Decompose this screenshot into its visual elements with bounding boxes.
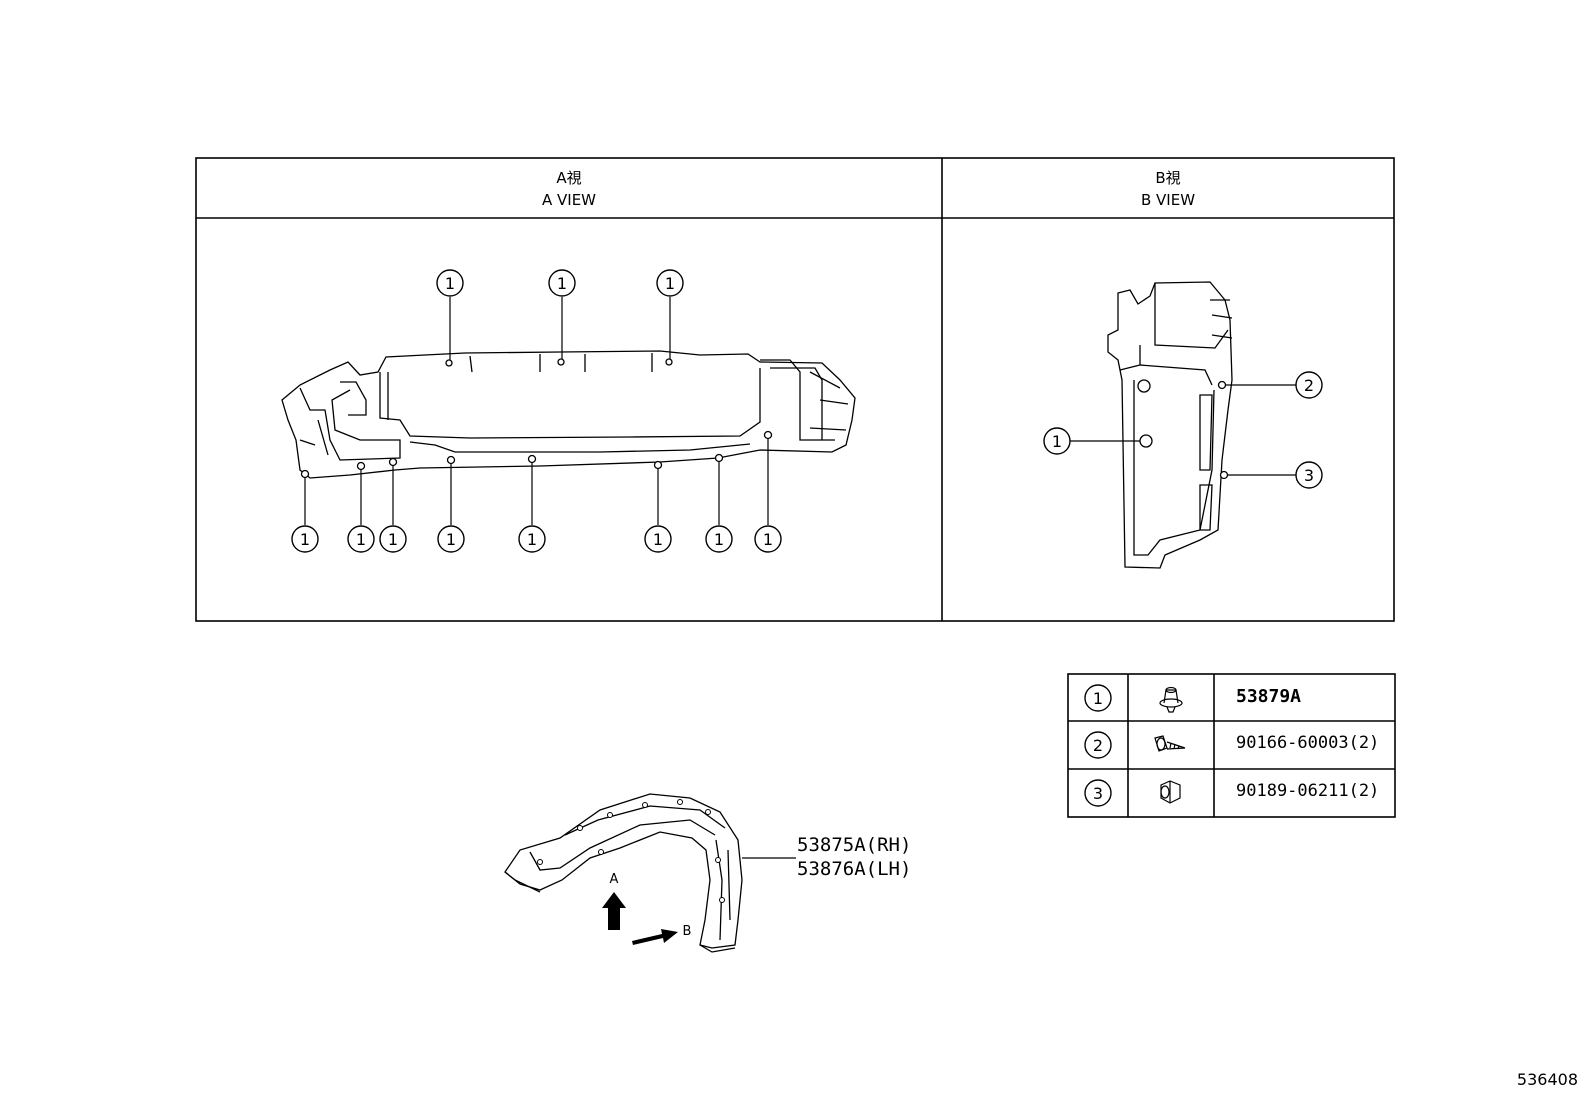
b-view-mount-holes [1137, 379, 1229, 480]
view-a-arrow [602, 892, 626, 930]
b-view-title-jp: B視 [1155, 169, 1181, 187]
callout-number: 3 [1304, 466, 1314, 485]
callout-number: 1 [653, 530, 663, 549]
table-row-number: 3 [1093, 784, 1103, 803]
a-view-callout-circles [291, 269, 782, 553]
a-view-callout-numbers: 1 1 1 1 1 1 1 1 1 1 1 [300, 274, 773, 549]
b-view-callout-circles [1043, 371, 1323, 489]
table-row-number: 2 [1093, 736, 1103, 755]
callout-number: 1 [557, 274, 567, 293]
callout-number: 1 [300, 530, 310, 549]
part-number-lh: 53876A(LH) [797, 858, 912, 880]
clip-icon [1159, 686, 1183, 713]
view-a-label: A [610, 872, 619, 887]
table-row-number: 1 [1093, 689, 1103, 708]
callout-number: 1 [446, 530, 456, 549]
b-view-title-en: B VIEW [1140, 191, 1196, 209]
b-view-leader-lines [1070, 384, 1296, 476]
a-view-title-en: A VIEW [541, 191, 597, 209]
callout-number: 1 [527, 530, 537, 549]
callout-number: 1 [1052, 432, 1062, 451]
a-view-liner-drawing [281, 350, 856, 479]
b-view-callout-numbers: 1 2 3 [1052, 376, 1314, 485]
fastener-part-no: 90189-06211(2) [1236, 781, 1380, 801]
callout-number: 1 [714, 530, 724, 549]
b-view-liner-drawing [1107, 281, 1233, 569]
callout-number: 1 [388, 530, 398, 549]
callout-number: 1 [445, 274, 455, 293]
fastener-part-no: 90166-60003(2) [1236, 733, 1380, 753]
fender-liner-holes [537, 799, 725, 903]
fender-liner-drawing [504, 793, 743, 953]
a-view-header: A視 A VIEW [196, 167, 942, 211]
callout-number: 2 [1304, 376, 1314, 395]
callout-number: 1 [665, 274, 675, 293]
callout-number: 1 [356, 530, 366, 549]
callout-number: 1 [763, 530, 773, 549]
view-frame [195, 157, 1395, 622]
screw-icon [1154, 735, 1186, 752]
part-number-rh: 53875A(RH) [797, 834, 912, 856]
fastener-part-no: 53879A [1236, 686, 1302, 707]
nut-icon [1160, 780, 1181, 804]
fastener-table-callouts [1084, 684, 1112, 807]
part-number-labels: 53875A(RH) 53876A(LH) [797, 833, 911, 881]
a-view-leader-lines [304, 297, 769, 525]
view-b-arrow [632, 929, 678, 945]
illustration-id: 536408 [1516, 1070, 1578, 1089]
fastener-table-numbers: 1 2 3 [1093, 689, 1103, 803]
view-b-label: B [683, 924, 692, 939]
fastener-table [1067, 673, 1396, 818]
b-view-header: B視 B VIEW [942, 167, 1394, 211]
a-view-title-jp: A視 [556, 169, 582, 187]
